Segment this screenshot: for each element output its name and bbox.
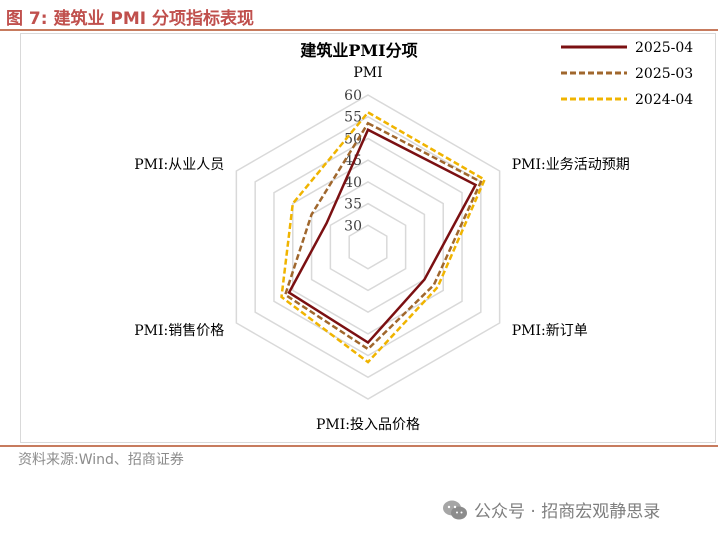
chart-title: 建筑业PMI分项 xyxy=(300,41,417,60)
grid-ring xyxy=(273,137,463,357)
tick-label: 30 xyxy=(344,218,362,234)
tick-label: 40 xyxy=(344,175,362,191)
series-line xyxy=(283,121,483,351)
series-line xyxy=(280,110,487,364)
axis-labels: PMI PMI:业务活动预期 PMI:新订单 PMI:投入品价格 PMI:销售价格 PMI… xyxy=(134,65,630,433)
axis-label: PMI xyxy=(353,65,382,81)
grid-ring xyxy=(235,94,501,400)
wechat-icon xyxy=(443,500,467,519)
axis-label: PMI:新订单 xyxy=(512,323,588,339)
axis-label: PMI:业务活动预期 xyxy=(512,157,630,173)
legend: 2025-04 2025-03 2024-04 xyxy=(561,40,693,108)
radar-grid xyxy=(235,94,501,400)
grid-ring xyxy=(310,180,426,314)
grid-ring xyxy=(348,224,388,270)
grid-ring xyxy=(254,115,482,379)
series-group xyxy=(280,110,487,364)
tick-label: 60 xyxy=(344,88,362,104)
source-note: 资料来源:Wind、招商证券 xyxy=(18,452,184,468)
tick-label: 55 xyxy=(344,110,362,126)
axis-label: PMI:从业人员 xyxy=(134,157,224,173)
legend-label: 2025-04 xyxy=(635,40,693,56)
bottom-divider xyxy=(0,445,718,447)
legend-label: 2025-03 xyxy=(635,66,693,82)
watermark: 公众号 · 招商宏观静思录 xyxy=(442,497,660,522)
legend-label: 2024-04 xyxy=(635,92,693,108)
axis-label: PMI:销售价格 xyxy=(134,323,224,339)
watermark-text: 公众号 · 招商宏观静思录 xyxy=(474,502,661,522)
figure-title: 图 7: 建筑业 PMI 分项指标表现 xyxy=(6,9,255,29)
axis-label: PMI:投入品价格 xyxy=(316,417,420,433)
top-divider xyxy=(0,29,718,31)
series-line xyxy=(287,128,478,345)
grid-ring xyxy=(292,159,444,335)
tick-label: 35 xyxy=(344,197,362,213)
grid-ring xyxy=(329,202,407,292)
